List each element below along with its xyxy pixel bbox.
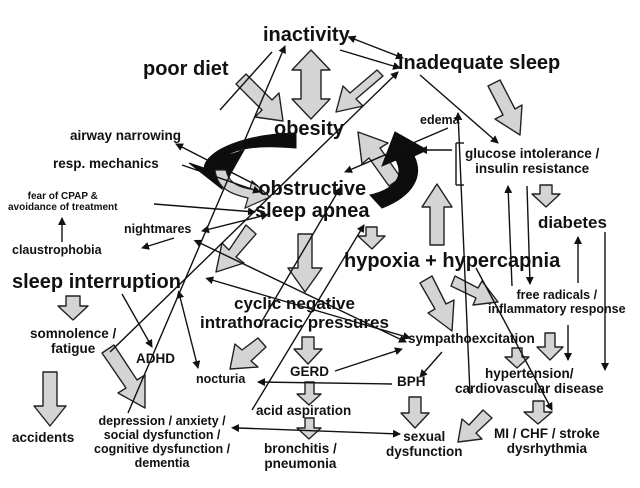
node-cyclic-negative: cyclic negative intrathoracic pressures xyxy=(200,294,389,333)
line-depression-sexual xyxy=(231,424,401,438)
node-diabetes: diabetes xyxy=(538,213,607,232)
node-nocturia: nocturia xyxy=(196,372,246,386)
node-mi-chf-stroke: MI / CHF / stroke dysrhythmia xyxy=(494,426,600,457)
node-obstructive-sleep-apnea: obstructive sleep apnea xyxy=(255,178,370,223)
node-airway-narrowing: airway narrowing xyxy=(70,128,182,143)
node-inadequate-sleep: inadequate sleep xyxy=(398,52,561,74)
line-resp-mechanics-to-osa xyxy=(181,164,261,194)
line-fear-to-osa xyxy=(153,203,256,216)
node-fear-of-cpap: fear of CPAP & avoidance of treatment xyxy=(8,191,118,214)
block-arrow-bph-to-sexual xyxy=(400,396,430,429)
node-free-radicals: free radicals / inflammatory response xyxy=(488,288,626,316)
line-osa-nightmares xyxy=(201,212,269,234)
node-inactivity: inactivity xyxy=(263,24,350,46)
block-arrow-inadequate-sleep-to-obesity xyxy=(335,69,384,113)
node-somnolence-fatigue: somnolence / fatigue xyxy=(30,326,117,357)
block-arrow-inactivity-obesity xyxy=(291,49,331,120)
block-arrow-sleep-to-glucose xyxy=(487,79,523,136)
block-arrow-free-radicals-to-hypertension xyxy=(536,332,564,361)
line-nightmares-to-sympatho xyxy=(193,239,407,343)
line-inadequate-sleep-to-glucose xyxy=(419,74,499,144)
block-arrow-hypertension-to-mi xyxy=(523,400,553,425)
node-bph: BPH xyxy=(397,374,426,389)
line-glucose-to-free-radicals xyxy=(525,185,534,285)
line-free-radicals-to-glucose xyxy=(504,185,513,287)
node-gerd: GERD xyxy=(290,364,330,379)
line-edema-to-osa xyxy=(344,127,449,173)
node-acid-aspiration: acid aspiration xyxy=(256,403,352,418)
line-inactivity-to-inadequate-sleep-lower xyxy=(339,49,401,70)
block-arrow-hypoxia-to-free-radicals xyxy=(450,275,499,306)
block-arrow-hypoxia-to-glucose xyxy=(421,183,453,246)
block-arrow-acid-to-bronchitis xyxy=(296,417,322,440)
line-gerd-to-sympatho xyxy=(334,347,403,372)
node-claustrophobia: claustrophobia xyxy=(12,243,102,257)
block-arrow-cyclic-to-gerd xyxy=(293,336,323,365)
block-arrow-poor-diet-to-obesity xyxy=(235,73,284,122)
block-arrow-hypoxia-to-sympatho xyxy=(419,275,455,332)
block-arrow-osa-to-hypoxia xyxy=(357,226,386,250)
node-poor-diet: poor diet xyxy=(143,58,229,80)
block-arrow-somnolence-to-depression xyxy=(101,344,146,409)
line-osa-to-airway xyxy=(175,143,259,187)
block-arrow-sleep-int-to-somnolence xyxy=(57,295,89,321)
node-sympathoexcitation: sympathoexcitation xyxy=(408,331,535,346)
block-arrow-hypertension-to-sexual xyxy=(457,409,493,443)
node-sleep-interruption: sleep interruption xyxy=(12,271,181,293)
node-glucose-intolerance: glucose intolerance / insulin resistance xyxy=(465,146,600,177)
block-arrow-gerd-to-acid xyxy=(296,381,322,406)
line-airway-to-obesity xyxy=(219,51,273,111)
block-arrow-hypoxia-to-obesity xyxy=(357,131,402,187)
line-sleep-int-to-adhd xyxy=(121,293,153,348)
curved-arrow-osa-to-obesity xyxy=(369,131,429,209)
line-bph-to-nocturia xyxy=(257,378,393,387)
block-arrow-sympatho-to-hypertension xyxy=(504,347,530,369)
node-nightmares: nightmares xyxy=(124,222,192,236)
line-acid-to-osa xyxy=(251,224,365,411)
block-arrow-cyclic-to-nocturia xyxy=(229,337,267,370)
block-arrow-glucose-to-diabetes xyxy=(531,184,561,208)
node-obesity: obesity xyxy=(274,118,345,140)
node-edema: edema xyxy=(420,113,460,127)
block-arrow-somnolence-to-accidents xyxy=(33,371,67,427)
node-adhd: ADHD xyxy=(136,351,175,366)
node-hypertension-cvd: hypertension/ cardiovascular disease xyxy=(455,366,604,397)
block-arrow-osa-to-sleep-interruption xyxy=(215,224,257,273)
node-sexual-dysfunction: sexual dysfunction xyxy=(386,429,463,460)
node-bronchitis-pneumonia: bronchitis / pneumonia xyxy=(264,441,337,472)
node-hypoxia-hypercapnia: hypoxia + hypercapnia xyxy=(344,250,561,272)
line-nocturia-to-obesity xyxy=(257,187,341,329)
node-resp-mechanics: resp. mechanics xyxy=(53,156,159,171)
line-sympatho-to-bph xyxy=(419,351,443,378)
node-accidents: accidents xyxy=(12,430,75,445)
block-arrow-osa-to-cyclic xyxy=(287,233,323,293)
line-hypoxia-to-mi xyxy=(475,267,553,411)
node-depression-anxiety: depression / anxiety / social dysfunctio… xyxy=(94,414,231,470)
line-nocturia-sleep-int xyxy=(176,290,201,369)
line-inactivity-inadequate-sleep xyxy=(347,35,404,60)
line-nightmares-to-claustrophobia xyxy=(141,237,175,250)
line-sexual-to-edema xyxy=(454,112,471,395)
